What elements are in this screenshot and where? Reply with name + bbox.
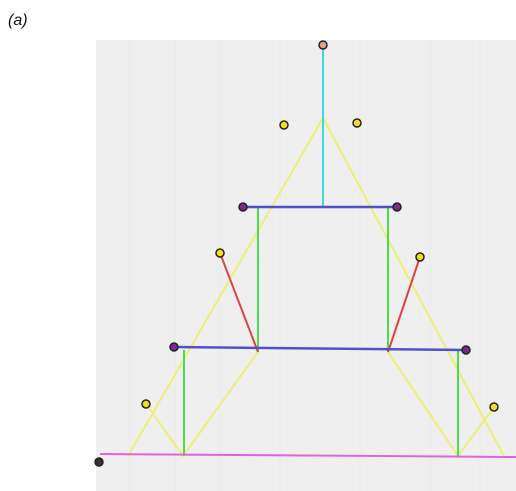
truss-right-outer bbox=[322, 117, 506, 459]
truss-left-outer bbox=[127, 117, 324, 457]
node-yellow[interactable] bbox=[141, 399, 151, 409]
diagonal-braces bbox=[219, 252, 421, 353]
truss-left-inner-low bbox=[182, 351, 259, 457]
truss-left-spur bbox=[145, 403, 184, 457]
background-stripes bbox=[129, 40, 481, 491]
nodes bbox=[94, 40, 499, 467]
top-node[interactable] bbox=[318, 40, 328, 50]
truss-members bbox=[127, 117, 506, 459]
vertical-struts bbox=[183, 208, 459, 456]
diagram-canvas bbox=[96, 40, 516, 491]
node-yellow[interactable] bbox=[489, 402, 499, 412]
node-purple[interactable] bbox=[461, 345, 471, 355]
panel-label: (a) bbox=[8, 12, 28, 29]
node-purple[interactable] bbox=[238, 202, 248, 212]
truss-right-spur bbox=[457, 406, 495, 457]
node-purple[interactable] bbox=[169, 342, 179, 352]
node-yellow[interactable] bbox=[279, 120, 289, 130]
base-anchor-node[interactable] bbox=[94, 457, 104, 467]
floor-beams bbox=[173, 205, 467, 352]
truss-right-inner-low bbox=[387, 351, 459, 457]
beam-lower bbox=[173, 345, 467, 352]
node-purple[interactable] bbox=[392, 202, 402, 212]
node-yellow[interactable] bbox=[215, 248, 225, 258]
node-yellow[interactable] bbox=[352, 118, 362, 128]
node-yellow[interactable] bbox=[415, 252, 425, 262]
brace-left bbox=[219, 252, 259, 353]
brace-right bbox=[387, 256, 421, 353]
base-line bbox=[99, 453, 516, 458]
